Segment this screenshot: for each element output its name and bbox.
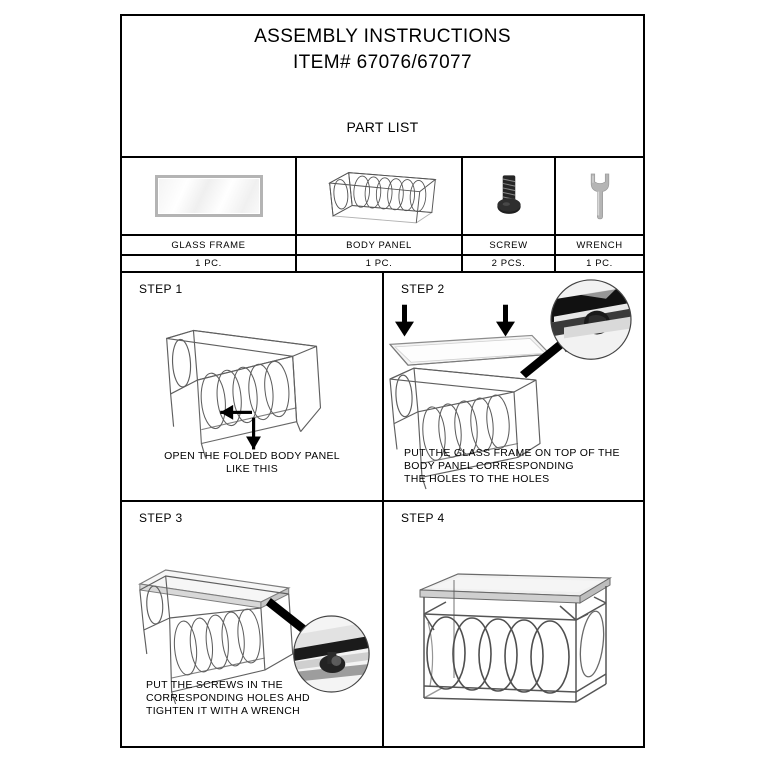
step-2-illustration <box>384 273 643 500</box>
step-3-illustration <box>122 502 382 746</box>
part-quantity-label: 1 PC. <box>586 258 613 269</box>
arrow-down-icon <box>246 417 261 450</box>
part-quantity-wrench: 1 PC. <box>556 256 643 271</box>
part-name-body-panel: BODY PANEL <box>297 236 463 254</box>
part-list-heading: PART LIST <box>346 119 419 135</box>
document-header: ASSEMBLY INSTRUCTIONS ITEM# 67076/67077 … <box>122 16 643 158</box>
part-list-quantity-row: 1 PC. 1 PC. 2 PCS. 1 PC. <box>122 254 643 273</box>
step-panel-2: STEP 2 <box>384 273 643 502</box>
part-name-label: WRENCH <box>576 239 623 251</box>
part-quantity-glass-frame: 1 PC. <box>122 256 297 271</box>
step-1-caption: OPEN THE FOLDED BODY PANEL LIKE THIS <box>164 450 340 475</box>
wrench-icon <box>590 173 609 220</box>
part-quantity-label: 2 PCS. <box>491 258 526 269</box>
arrow-left-icon <box>220 404 252 420</box>
part-cell-body-panel-image <box>297 158 463 234</box>
step-panel-1: STEP 1 <box>122 273 384 502</box>
item-number: ITEM# 67076/67077 <box>293 52 472 73</box>
step-2-label: STEP 2 <box>401 282 445 296</box>
step-3-detail-inset <box>293 615 370 693</box>
part-cell-wrench-image <box>556 158 643 234</box>
steps-grid: STEP 1 <box>122 273 643 746</box>
instruction-sheet: ASSEMBLY INSTRUCTIONS ITEM# 67076/67077 … <box>120 14 645 748</box>
part-quantity-body-panel: 1 PC. <box>297 256 463 271</box>
step-1-illustration <box>122 273 382 500</box>
step-3-label: STEP 3 <box>139 511 183 525</box>
step-4-label: STEP 4 <box>401 511 445 525</box>
step-2-detail-inset <box>550 279 632 360</box>
part-list-name-row: GLASS FRAME BODY PANEL SCREW WRENCH <box>122 234 643 254</box>
part-name-glass-frame: GLASS FRAME <box>122 236 297 254</box>
page-title: ASSEMBLY INSTRUCTIONS <box>254 26 511 47</box>
step-panel-3: STEP 3 <box>122 502 384 746</box>
part-name-label: SCREW <box>489 239 528 251</box>
part-quantity-label: 1 PC. <box>195 258 222 269</box>
screw-icon <box>496 175 521 214</box>
part-name-wrench: WRENCH <box>556 236 643 254</box>
glass-frame-part <box>388 334 552 366</box>
part-list-table: GLASS FRAME BODY PANEL SCREW WRENCH 1 PC… <box>122 158 643 273</box>
part-quantity-label: 1 PC. <box>365 258 393 269</box>
part-list-image-row <box>122 158 643 234</box>
body-panel-icon <box>328 171 437 224</box>
part-name-screw: SCREW <box>463 236 556 254</box>
part-cell-glass-frame-image <box>122 158 297 234</box>
part-name-label: BODY PANEL <box>346 239 412 251</box>
part-name-label: GLASS FRAME <box>171 239 246 251</box>
step-4-illustration <box>384 502 643 746</box>
arrow-down-icon <box>395 304 414 337</box>
step-2-caption: PUT THE GLASS FRAME ON TOP OF THE BODY P… <box>404 447 620 485</box>
glass-frame-icon <box>154 175 263 217</box>
arrow-down-icon <box>496 304 515 337</box>
part-quantity-screw: 2 PCS. <box>463 256 556 271</box>
part-cell-screw-image <box>463 158 556 234</box>
finished-console-table <box>419 573 613 703</box>
step-3-caption: PUT THE SCREWS IN THE CORRESPONDING HOLE… <box>146 679 310 717</box>
step-1-label: STEP 1 <box>139 282 183 296</box>
step-panel-4: STEP 4 <box>384 502 643 746</box>
